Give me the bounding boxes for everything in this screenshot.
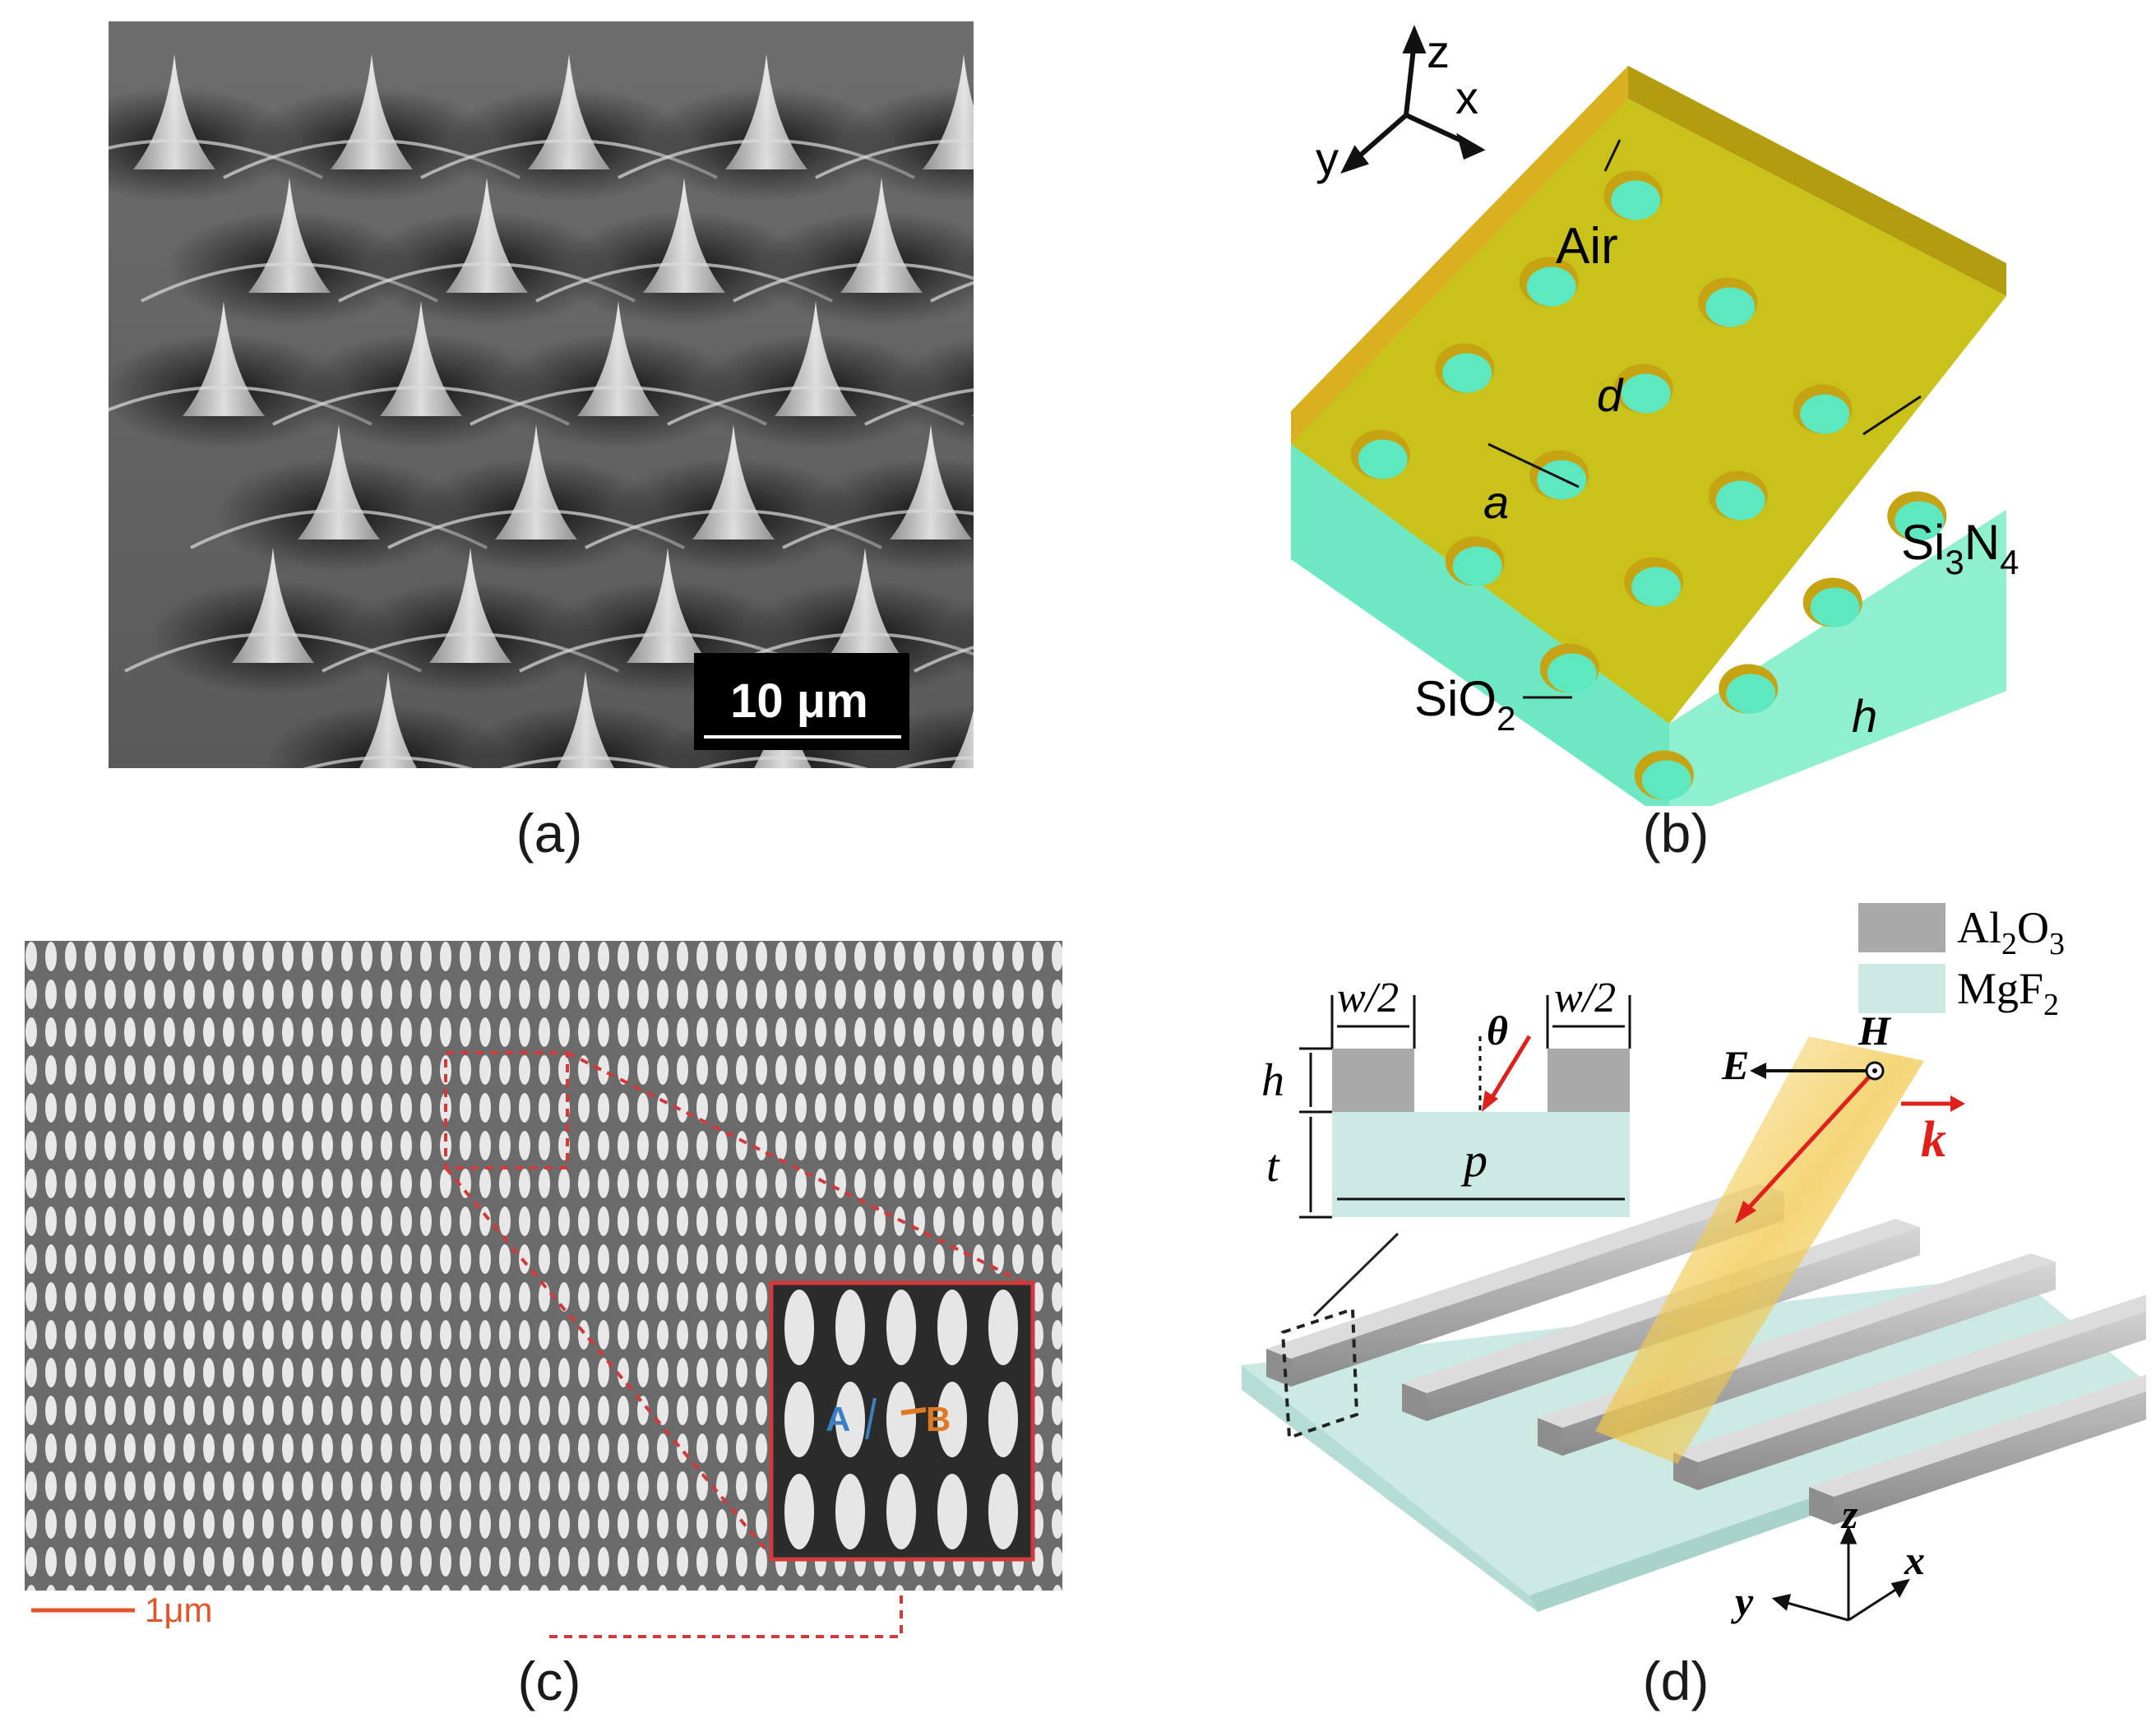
- label-si3n4: Si3N4: [1901, 515, 2019, 581]
- field-E: E: [1721, 1042, 1749, 1088]
- panel-d-diagram: Al2O3 MgF2 w/2 w/2 h: [1217, 888, 2146, 1645]
- scale-bar-a-label: 10 μm: [730, 674, 868, 728]
- scale-bar-c-label: 1μm: [145, 1591, 213, 1629]
- dim-h-d: h: [1261, 1055, 1284, 1106]
- caption-a: (a): [516, 803, 583, 864]
- wavevector-k: k: [1921, 1112, 1946, 1168]
- panel-a-sem-image: 10 μm: [109, 21, 974, 768]
- zoom-region-box: [444, 1051, 569, 1169]
- ellipse-array-illustration: A B 1μm: [25, 941, 1062, 1638]
- caption-b: (b): [1642, 803, 1710, 864]
- scale-bar-a: 10 μm: [694, 653, 909, 750]
- angle-theta: θ: [1487, 1007, 1508, 1054]
- photonic-slab-diagram: z x y Air d a Si3N4 SiO2 h: [1291, 25, 2019, 806]
- axis-z-b: z: [1427, 25, 1450, 77]
- cross-section-inset: w/2 w/2 h t p θ: [1261, 975, 1631, 1219]
- axis-z-d: z: [1840, 1491, 1858, 1537]
- field-H: H: [1858, 1007, 1892, 1054]
- legend-label-al2o3: Al2O3: [1957, 903, 2065, 961]
- panel-b-diagram: z x y Air d a Si3N4 SiO2 h: [1283, 16, 2146, 806]
- legend-d: Al2O3 MgF2: [1858, 903, 2065, 1022]
- dim-p: p: [1460, 1133, 1487, 1187]
- label-a: a: [1483, 476, 1509, 528]
- label-sio2: SiO2: [1414, 671, 1515, 738]
- axes-d: [1771, 1525, 1910, 1622]
- dim-w-right: w/2: [1554, 975, 1616, 1021]
- axes-b: [1340, 25, 1486, 174]
- inset-label-A: A: [826, 1400, 850, 1438]
- caption-d: (d): [1642, 1651, 1710, 1711]
- axis-y-b: y: [1316, 132, 1339, 184]
- si3n4-pointer: [1862, 395, 1922, 436]
- zoom-inset-c: A B: [769, 1280, 1035, 1562]
- sem-spikes-illustration: 10 μm: [109, 21, 974, 768]
- label-d: d: [1597, 369, 1624, 421]
- grating-schematic: Al2O3 MgF2 w/2 w/2 h: [1242, 903, 2146, 1624]
- legend-swatch-mgf2: [1858, 964, 1945, 1013]
- axis-x-b: x: [1455, 72, 1478, 123]
- dim-w-left: w/2: [1337, 975, 1399, 1021]
- inset-label-B: B: [926, 1400, 951, 1438]
- label-air: Air: [1556, 218, 1618, 275]
- label-h: h: [1852, 690, 1877, 742]
- legend-label-mgf2: MgF2: [1957, 964, 2059, 1022]
- caption-c: (c): [517, 1651, 581, 1711]
- air-pointer: [1603, 139, 1622, 172]
- legend-swatch-al2o3: [1858, 903, 1945, 952]
- axis-x-d: x: [1904, 1537, 1925, 1583]
- dim-a-line: [1487, 442, 1580, 489]
- dim-t: t: [1266, 1141, 1280, 1192]
- axis-y-d: y: [1731, 1578, 1754, 1624]
- panel-c-sem-array: A B 1μm: [21, 938, 1066, 1645]
- incident-beam: [1595, 1036, 1924, 1464]
- unit-cell-box: [1280, 1307, 1359, 1440]
